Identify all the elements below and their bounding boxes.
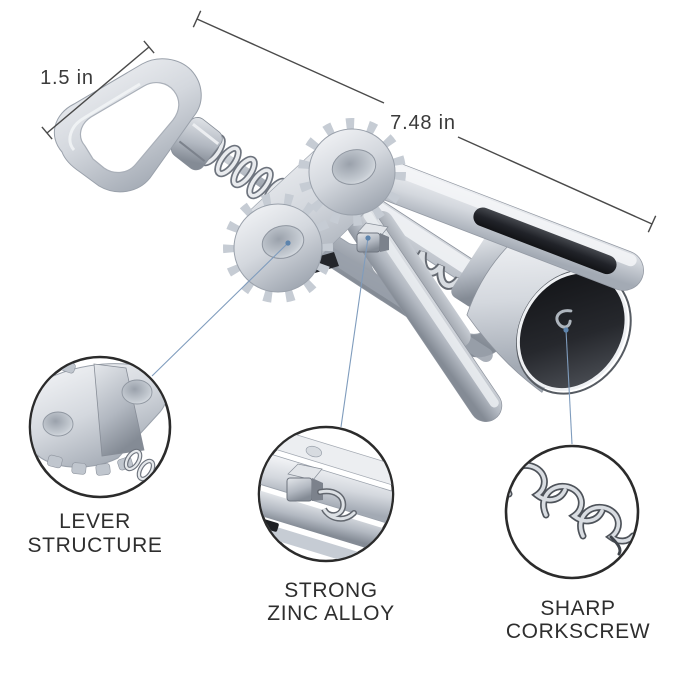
upper-lever: [339, 148, 644, 291]
dimension-label-overall-length: 7.48 in: [390, 112, 456, 134]
bell-cup: [451, 235, 632, 395]
callout-sharp-corkscrew: SHARP CORKSCREW: [504, 444, 650, 643]
callout-zinc-zoom-art: [260, 428, 392, 560]
zinc-slider-block: [356, 222, 389, 253]
callout-label-zinc-line1: STRONG: [284, 579, 377, 602]
lower-lever: [346, 206, 503, 422]
callout-label-corkscrew-line1: SHARP: [540, 597, 615, 620]
callout-lever-structure: LEVER STRUCTURE: [28, 355, 172, 557]
lower-gear: [223, 193, 333, 303]
callout-strong-zinc-alloy: STRONG ZINC ALLOY: [257, 425, 395, 625]
callout-lever-zoom-art: [31, 360, 168, 482]
callout-label-corkscrew-line2: CORKSCREW: [506, 620, 650, 643]
callout-label-zinc-line2: ZINC ALLOY: [267, 602, 394, 625]
wing-handle: [53, 58, 202, 193]
leader-line-corkscrew: [565, 329, 573, 445]
leader-dots: [285, 235, 569, 333]
dimension-overall-length: [192, 10, 657, 233]
upper-gear: [298, 118, 406, 226]
callout-label-lever-line2: STRUCTURE: [28, 534, 163, 557]
leader-line-lever: [151, 242, 289, 377]
gear-bracket: [223, 118, 406, 303]
wing-corkscrew-product: [53, 58, 644, 422]
leader-line-zinc: [340, 237, 369, 428]
lever-grip: [473, 207, 617, 275]
corkscrew-tip-in-bell: [555, 309, 573, 329]
callout-label-lever-line1: LEVER: [59, 510, 131, 533]
dimension-label-handle-width: 1.5 in: [40, 67, 94, 89]
callout-ring-corkscrew: [504, 444, 640, 580]
dimension-handle-width: [41, 40, 155, 140]
leader-lines: [151, 237, 573, 445]
